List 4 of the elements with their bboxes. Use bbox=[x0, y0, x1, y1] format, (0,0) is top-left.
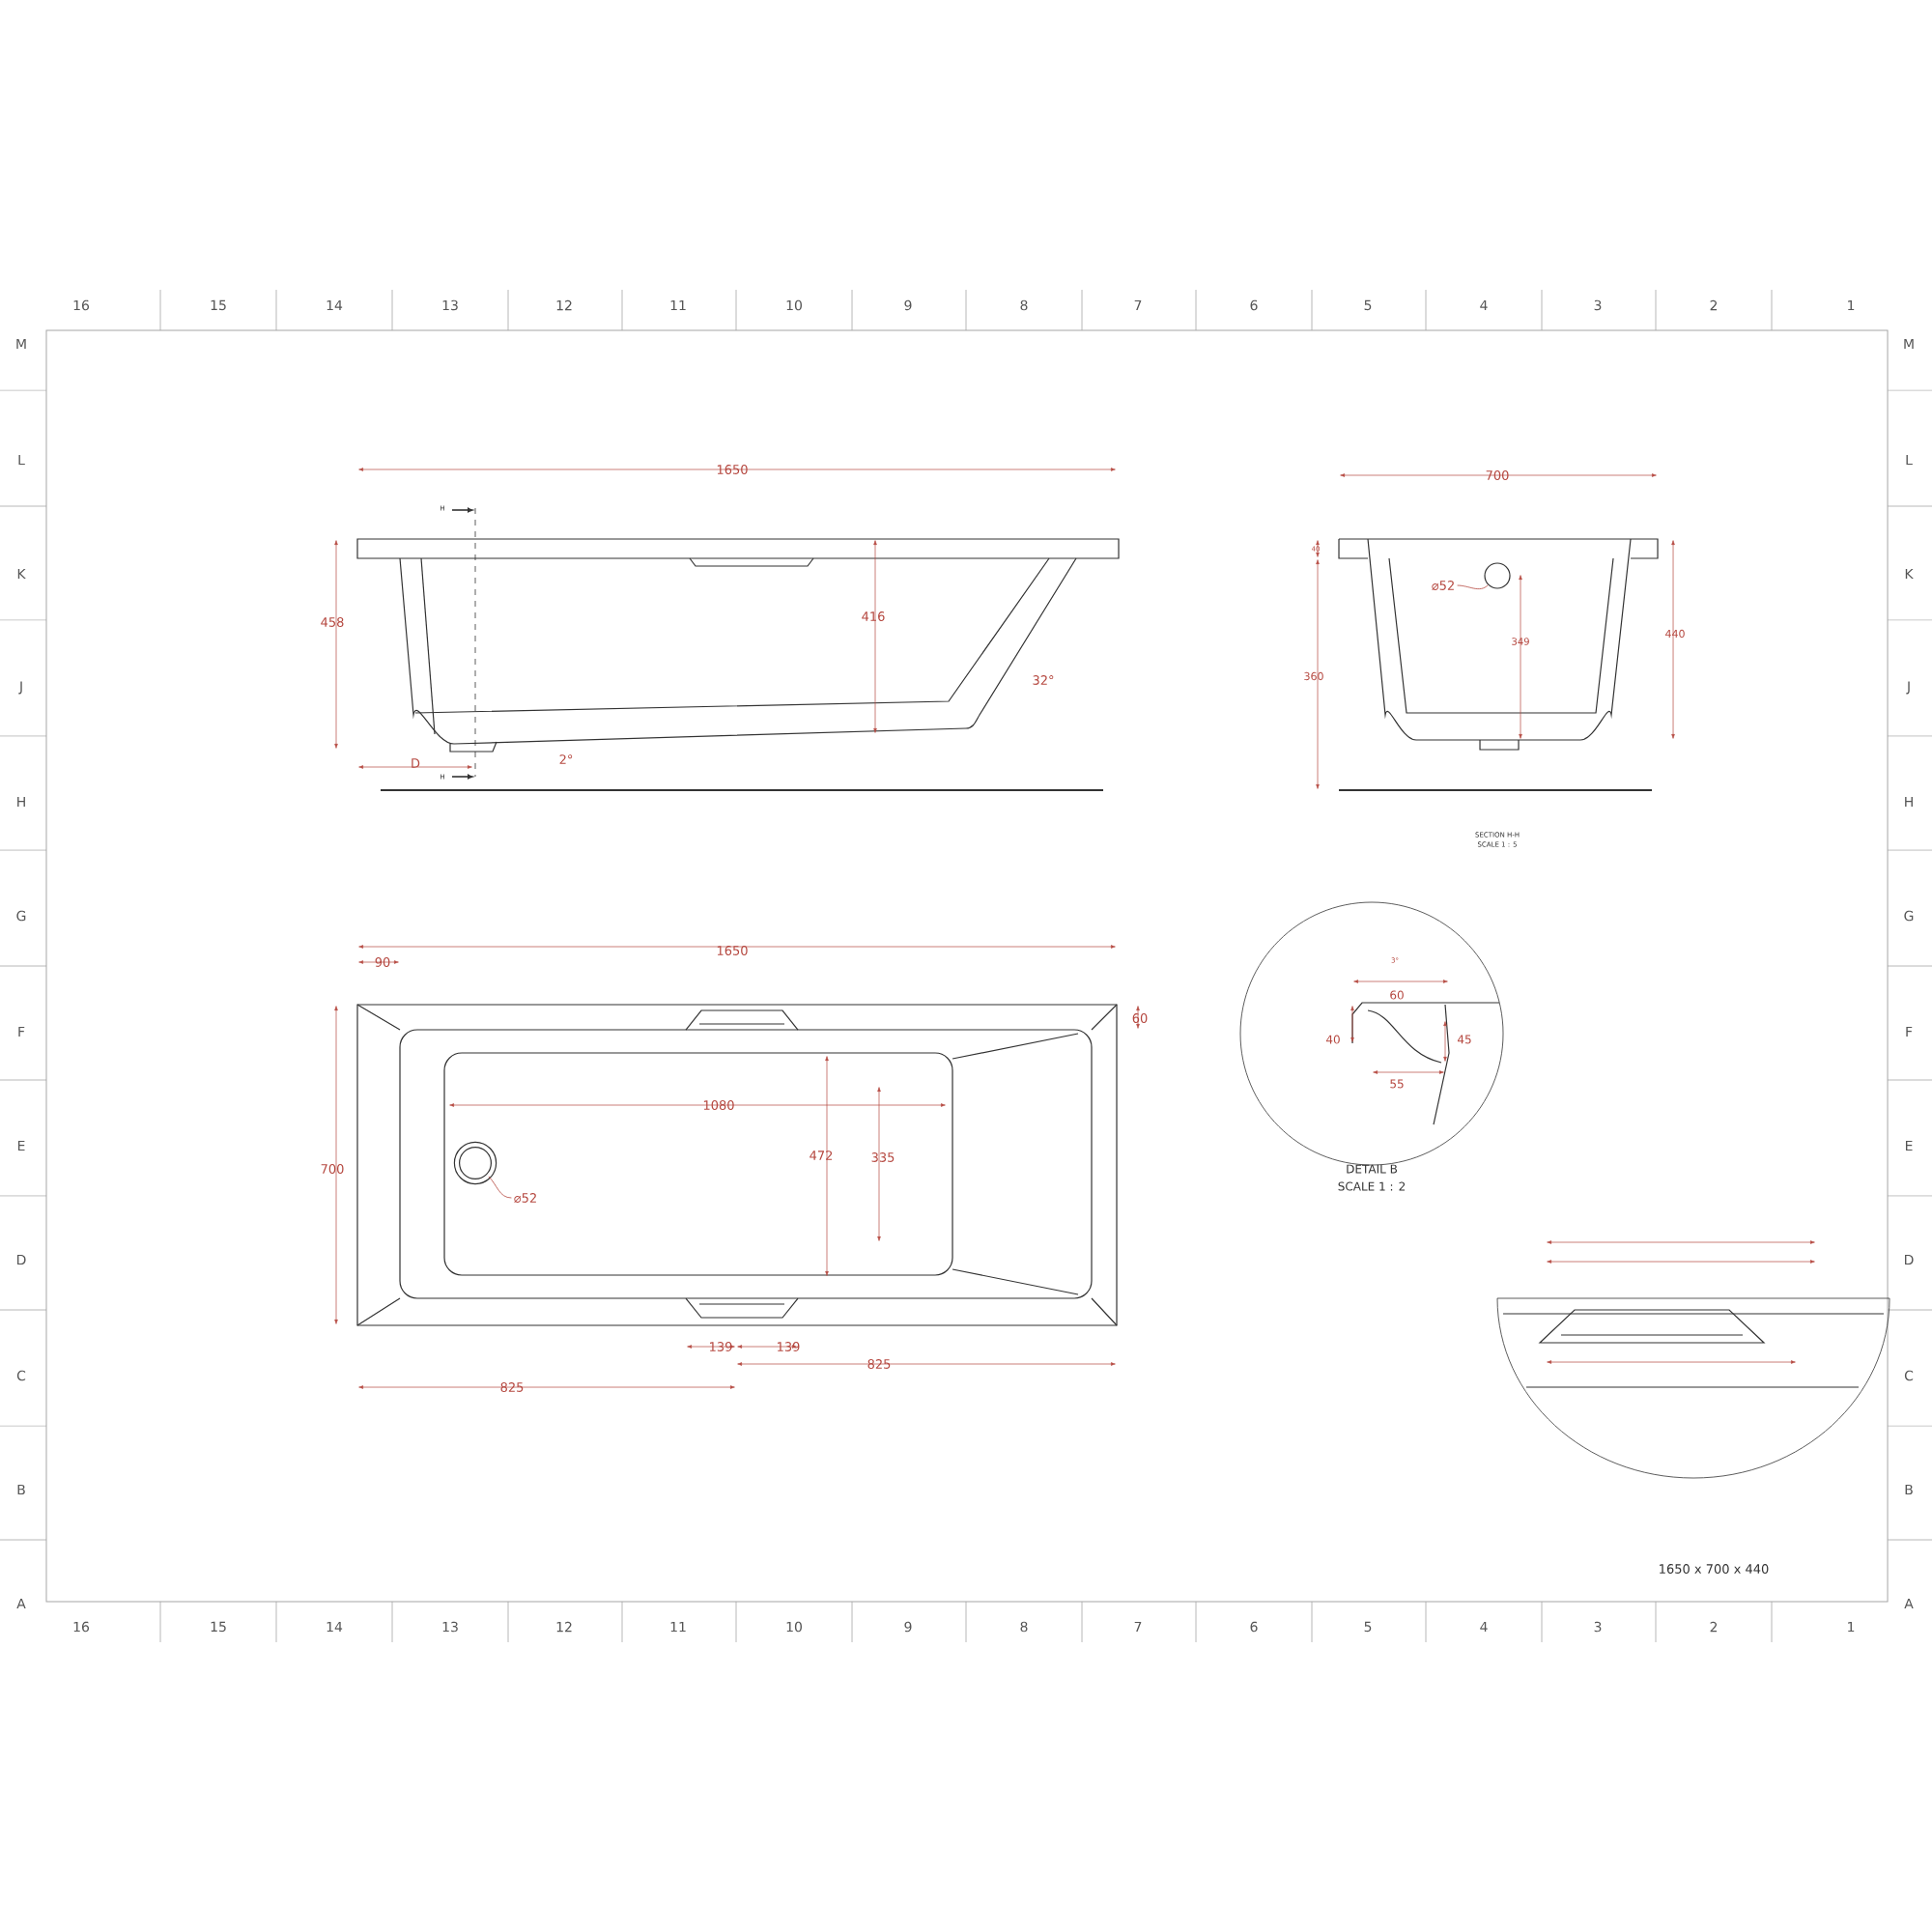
overflow-hole bbox=[1484, 562, 1511, 589]
leader-line bbox=[1457, 584, 1489, 590]
waste-hole bbox=[453, 1141, 497, 1185]
leader-line bbox=[488, 1176, 512, 1199]
